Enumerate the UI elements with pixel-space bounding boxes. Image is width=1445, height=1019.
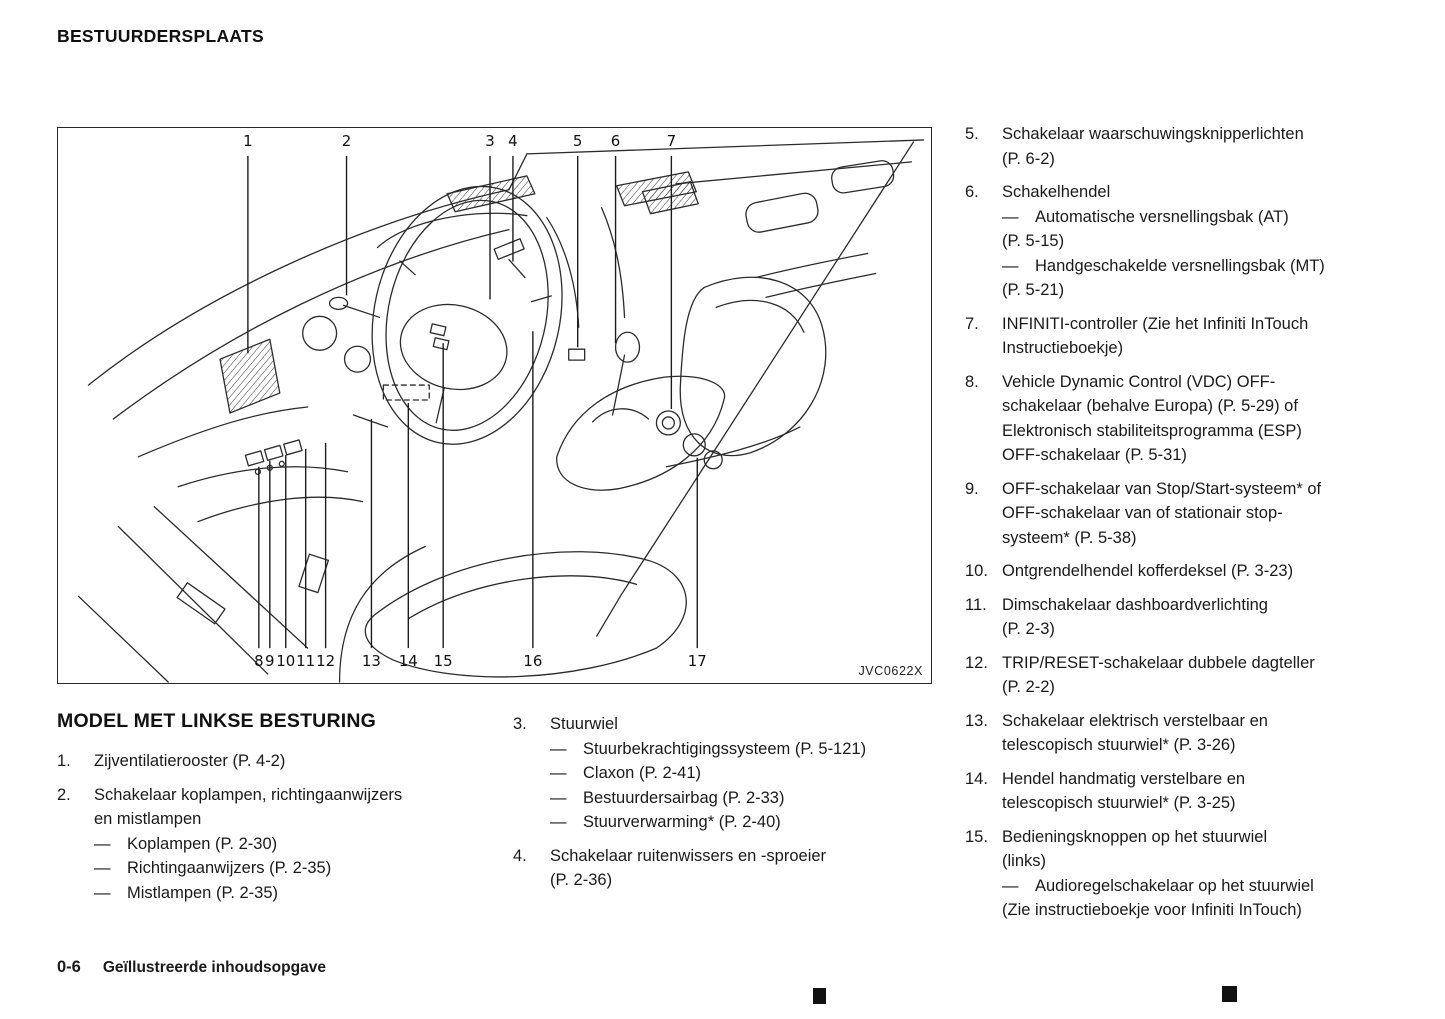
legend-item-9: 9. OFF-schakelaar van Stop/Start-systeem*…: [965, 477, 1405, 551]
legend-item-13: 13. Schakelaar elektrisch verstelbaar en …: [965, 709, 1405, 758]
callout-number-17: 17: [688, 652, 707, 670]
callout-number-3: 3: [485, 132, 495, 150]
callout-number-8: 8: [254, 652, 264, 670]
item-text: Schakelaar ruitenwissers en -sproeier (P…: [550, 846, 827, 890]
callout-number-13: 13: [362, 652, 381, 670]
item-text: Dimschakelaar dashboardverlichting (P. 2…: [1002, 595, 1268, 639]
item-number: 5.: [965, 125, 979, 143]
item-number: 15.: [965, 827, 988, 846]
side-vent: [219, 338, 281, 414]
legend-item-7: 7. INFINITI-controller (Zie het Infiniti …: [965, 312, 1405, 361]
item-number: 10.: [965, 562, 988, 580]
legend-item-11: 11. Dimschakelaar dashboardverlichting (P…: [965, 593, 1405, 642]
item-subentry: Stuurbekrachtigingssysteem (P. 5-121): [550, 737, 933, 762]
print-mark: [1222, 986, 1237, 1002]
item-text: Schakelaar koplampen, richtingaanwijzers…: [94, 785, 403, 829]
item-number: 7.: [965, 314, 979, 333]
print-mark: [813, 988, 826, 1004]
callout-number-6: 6: [611, 132, 621, 150]
item-subentry: Handgeschakelde versnellingsbak (MT) (P.…: [1002, 254, 1405, 303]
switch-panel: [244, 439, 303, 467]
callout-number-2: 2: [342, 132, 352, 150]
car-interior-art: [77, 139, 925, 683]
legend-list-right: 5. Schakelaar waarschuwingsknipperlichten…: [965, 122, 1405, 923]
steering-wheel: [371, 185, 563, 445]
callout-number-9: 9: [265, 652, 275, 670]
item-number: 14.: [965, 769, 988, 788]
item-text: Hendel handmatig verstelbare en telescop…: [1002, 769, 1246, 813]
footer-label: Geïllustreerde inhoudsopgave: [102, 959, 326, 976]
item-number: 4.: [513, 846, 527, 865]
item-text: Schakelhendel: [1002, 183, 1111, 201]
callout-number-11: 11: [296, 652, 315, 670]
item-text: TRIP/RESET-schakelaar dubbele dagteller …: [1002, 653, 1315, 697]
item-text: Schakelaar waarschuwingsknipperlichten (…: [1002, 125, 1304, 168]
legend-item-15: 15. Bedieningsknoppen op het stuurwiel (l…: [965, 825, 1405, 923]
item-number: 6.: [965, 183, 979, 201]
callout-number-15: 15: [434, 652, 453, 670]
item-subentry: Automatische versnellingsbak (AT) (P. 5-…: [1002, 205, 1405, 254]
callout-number-7: 7: [667, 132, 677, 150]
page-number: 0-6: [57, 958, 81, 976]
legend-column-left: MODEL MET LINKSE BESTURING 1. Zijventilat…: [57, 710, 487, 914]
legend-item-6: 6. SchakelhendelAutomatische versnellings…: [965, 180, 1405, 303]
callout-number-16: 16: [523, 652, 542, 670]
item-number: 3.: [513, 715, 527, 733]
item-subentry: Richtingaanwijzers (P. 2-35): [94, 856, 487, 881]
item-subentry: Mistlampen (P. 2-35): [94, 881, 487, 906]
page-footer: 0-6 Geïllustreerde inhoudsopgave: [57, 958, 326, 977]
callout-number-4: 4: [508, 132, 518, 150]
item-text: Vehicle Dynamic Control (VDC) OFF- schak…: [1002, 372, 1302, 465]
callout-number-5: 5: [573, 132, 583, 150]
item-text: OFF-schakelaar van Stop/Start-systeem* o…: [1002, 479, 1322, 547]
item-text: Schakelaar elektrisch verstelbaar en tel…: [1002, 711, 1268, 755]
item-number: 11.: [965, 595, 987, 614]
legend-item-3: 3. StuurwielStuurbekrachtigingssysteem (P…: [513, 712, 933, 835]
legend-item-14: 14. Hendel handmatig verstelbare en teles…: [965, 767, 1405, 816]
page-title: BESTUURDERSPLAATS: [57, 26, 265, 46]
callout-number-14: 14: [399, 652, 418, 670]
item-number: 8.: [965, 372, 979, 391]
item-text: Stuurwiel: [550, 715, 618, 733]
legend-item-5: 5. Schakelaar waarschuwingsknipperlichten…: [965, 122, 1405, 171]
item-number: 1.: [57, 752, 71, 770]
legend-list-left: 1. Zijventilatierooster (P. 4-2) 2. Schakel…: [57, 749, 487, 905]
item-number: 9.: [965, 479, 979, 498]
legend-item-8: 8. Vehicle Dynamic Control (VDC) OFF- sch…: [965, 370, 1405, 468]
item-subentry: Claxon (P. 2-41): [550, 761, 933, 786]
callout-number-1: 1: [243, 132, 253, 150]
item-subentry: Bestuurdersairbag (P. 2-33): [550, 786, 933, 811]
figure-code: JVC0622X: [858, 664, 923, 678]
legend-list-middle: 3. StuurwielStuurbekrachtigingssysteem (P…: [513, 712, 933, 893]
item-text: Ontgrendelhendel kofferdeksel (P. 3-23): [1002, 562, 1294, 580]
item-text: Bedieningsknoppen op het stuurwiel (link…: [1002, 827, 1268, 871]
legend-item-10: 10. Ontgrendelhendel kofferdeksel (P. 3-2…: [965, 559, 1405, 584]
item-subentry: Koplampen (P. 2-30): [94, 832, 487, 857]
item-subentry: Stuurverwarming* (P. 2-40): [550, 810, 933, 835]
legend-item-2: 2. Schakelaar koplampen, richtingaanwijze…: [57, 783, 487, 906]
item-number: 12.: [965, 653, 988, 672]
legend-item-4: 4. Schakelaar ruitenwissers en -sproeier …: [513, 844, 933, 893]
callout-number-12: 12: [316, 652, 335, 670]
legend-item-1: 1. Zijventilatierooster (P. 4-2): [57, 749, 487, 774]
callout-number-10: 10: [276, 652, 295, 670]
section-heading: MODEL MET LINKSE BESTURING: [57, 710, 377, 732]
legend-column-middle: 3. StuurwielStuurbekrachtigingssysteem (P…: [513, 712, 933, 902]
item-text: INFINITI-controller (Zie het Infiniti In…: [1002, 314, 1309, 358]
legend-column-right: 5. Schakelaar waarschuwingsknipperlichten…: [965, 122, 1405, 932]
item-number: 2.: [57, 785, 71, 804]
legend-item-12: 12. TRIP/RESET-schakelaar dubbele dagtell…: [965, 651, 1405, 700]
item-subentry: Audioregelschakelaar op het stuurwiel (Z…: [1002, 874, 1405, 923]
item-number: 13.: [965, 711, 988, 730]
item-text: Zijventilatierooster (P. 4-2): [94, 752, 286, 770]
